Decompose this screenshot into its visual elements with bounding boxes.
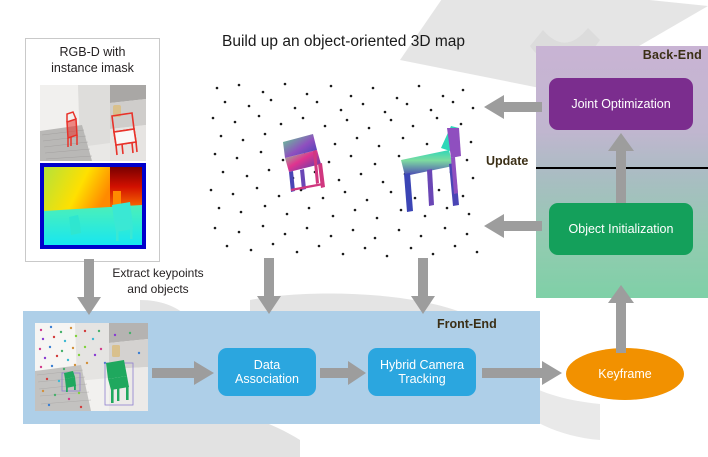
arrow-down-map-right bbox=[411, 258, 435, 314]
arrow-down-rgbd bbox=[77, 259, 101, 315]
data-association-line1: Data bbox=[253, 357, 281, 372]
rgbd-caption-line2: instance imask bbox=[51, 61, 134, 75]
depth-image bbox=[40, 163, 146, 249]
arrow-right-photo bbox=[152, 361, 214, 385]
rgbd-caption-line1: RGB-D with bbox=[59, 45, 126, 59]
object-initialization-box[interactable]: Object Initialization bbox=[549, 203, 693, 255]
arrow-right-hybrid-camera-tracking bbox=[482, 361, 562, 385]
joint-optimization-box[interactable]: Joint Optimization bbox=[549, 78, 693, 130]
extract-label-line2: and objects bbox=[127, 282, 189, 297]
keyframe-node[interactable]: Keyframe bbox=[566, 348, 684, 400]
data-association-line2: Association bbox=[235, 372, 299, 386]
arrow-down-map-left bbox=[257, 258, 281, 314]
hybrid-camera-tracking-line1: Hybrid Camera bbox=[379, 357, 465, 372]
arrow-right-data-association bbox=[320, 361, 366, 385]
page-title: Build up an object-oriented 3D map bbox=[222, 33, 465, 50]
map-chair-right bbox=[401, 126, 461, 212]
arrow-up-keyframe bbox=[608, 285, 634, 353]
backend-label: Back-End bbox=[642, 48, 702, 62]
extract-label-line1: Extract keypoints bbox=[112, 266, 204, 280]
update-label: Update bbox=[486, 154, 529, 168]
data-association-box[interactable]: Data Association bbox=[218, 348, 316, 396]
hybrid-camera-tracking-box[interactable]: Hybrid Camera Tracking bbox=[368, 348, 476, 396]
rgbd-caption: RGB-D with instance imask bbox=[26, 44, 159, 76]
arrow-left-bottom bbox=[484, 214, 542, 238]
rgbd-input-card: RGB-D with instance imask bbox=[25, 38, 160, 262]
frontend-label: Front-End bbox=[437, 317, 497, 331]
hybrid-camera-tracking-line2: Tracking bbox=[398, 372, 446, 386]
arrow-left-top bbox=[484, 95, 542, 119]
arrow-up-backend bbox=[608, 133, 634, 203]
rgb-image bbox=[40, 85, 146, 161]
keypoint-image bbox=[35, 323, 148, 411]
map-chair-left bbox=[283, 134, 325, 192]
object-oriented-3d-map bbox=[209, 82, 479, 258]
extract-keypoints-label: Extract keypoints and objects bbox=[88, 265, 228, 297]
